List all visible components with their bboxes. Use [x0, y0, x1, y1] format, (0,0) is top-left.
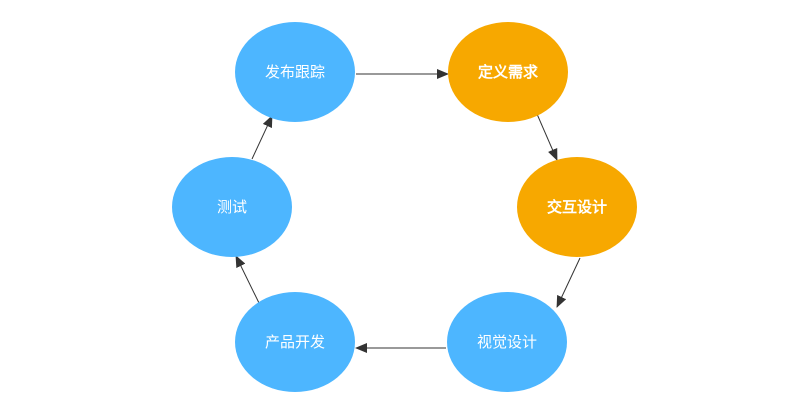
node-release-circle: [235, 22, 355, 122]
node-define-label: 定义需求: [478, 63, 539, 81]
node-visual-label: 视觉设计: [477, 333, 537, 351]
node-release: 发布跟踪: [235, 22, 355, 122]
edge-interaction-to-visual: [556, 257, 581, 308]
node-define-circle: [448, 22, 568, 122]
edges-group: [235, 69, 581, 353]
node-define: 定义需求: [448, 22, 568, 122]
node-interaction-label: 交互设计: [547, 198, 607, 216]
node-interaction-circle: [517, 157, 637, 257]
node-test-circle: [172, 157, 292, 257]
node-visual-circle: [447, 292, 567, 392]
node-visual: 视觉设计: [447, 292, 567, 392]
node-interaction: 交互设计: [517, 157, 637, 257]
edge-test-to-release: [251, 115, 273, 160]
node-test: 测试: [172, 157, 292, 257]
node-release-label: 发布跟踪: [265, 63, 325, 81]
edge-define-to-interaction: [536, 113, 558, 161]
node-develop: 产品开发: [235, 292, 355, 392]
edge-develop-to-test: [235, 255, 260, 304]
node-develop-label: 产品开发: [265, 333, 325, 351]
node-test-label: 测试: [217, 198, 247, 216]
node-develop-circle: [235, 292, 355, 392]
